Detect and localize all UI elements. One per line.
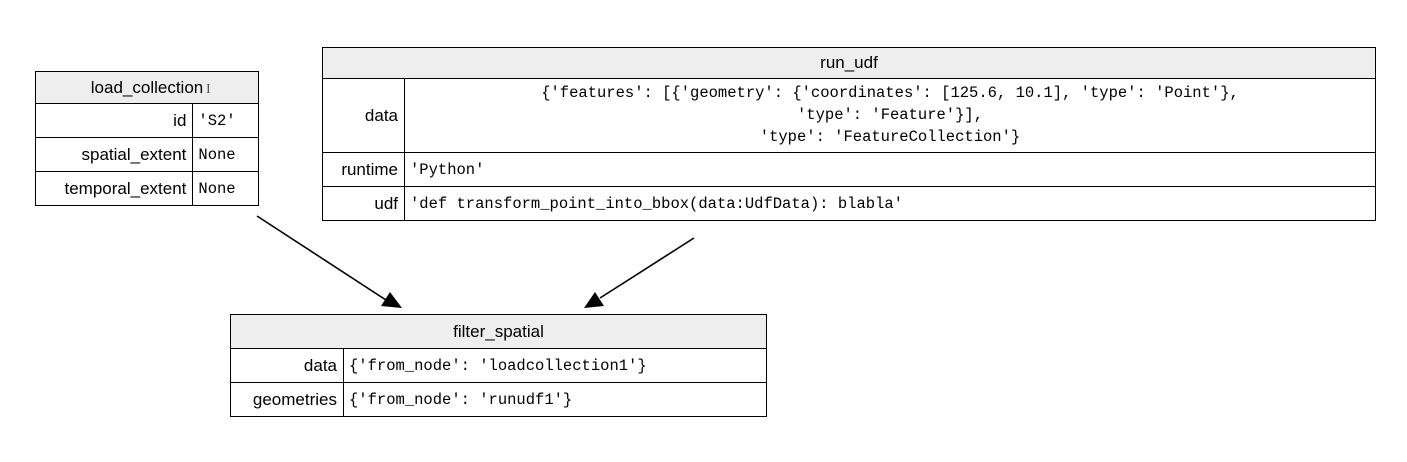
node-row: temporal_extent None	[34, 171, 259, 206]
param-value: None	[192, 137, 259, 172]
param-value: {'features': [{'geometry': {'coordinates…	[404, 78, 1376, 153]
node-row: data {'features': [{'geometry': {'coordi…	[322, 78, 1376, 153]
param-value: 'def transform_point_into_bbox(data:UdfD…	[404, 186, 1376, 221]
node-row: spatial_extent None	[34, 137, 259, 172]
node-row: udf 'def transform_point_into_bbox(data:…	[322, 186, 1376, 221]
node-run-udf[interactable]: run_udf data {'features': [{'geometry': …	[322, 47, 1376, 221]
param-value: 'Python'	[404, 152, 1376, 187]
param-key: data	[322, 78, 405, 153]
node-row: data {'from_node': 'loadcollection1'}	[230, 348, 767, 383]
node-filter-spatial[interactable]: filter_spatial data {'from_node': 'loadc…	[230, 314, 767, 417]
text-cursor-icon: I	[206, 82, 211, 97]
node-title: filter_spatial	[230, 314, 767, 349]
param-value: {'from_node': 'runudf1'}	[343, 382, 767, 417]
param-value: 'S2'	[192, 103, 259, 138]
node-title: run_udf	[322, 47, 1376, 79]
node-title: load_collection	[35, 71, 259, 104]
param-key: geometries	[230, 382, 344, 417]
param-value: {'from_node': 'loadcollection1'}	[343, 348, 767, 383]
param-key: runtime	[322, 152, 405, 187]
edge-run-udf-to-filter-spatial	[584, 237, 695, 308]
param-key: spatial_extent	[34, 137, 194, 172]
param-key: temporal_extent	[34, 171, 194, 206]
node-row: runtime 'Python'	[322, 152, 1376, 187]
param-key: id	[34, 103, 194, 138]
edge-load-collection-to-filter-spatial	[256, 215, 402, 308]
param-value: None	[192, 171, 259, 206]
node-row: geometries {'from_node': 'runudf1'}	[230, 382, 767, 417]
node-row: id 'S2'	[34, 103, 259, 138]
param-key: data	[230, 348, 344, 383]
node-load-collection[interactable]: load_collection id 'S2' spatial_extent N…	[34, 71, 259, 206]
param-key: udf	[322, 186, 405, 221]
